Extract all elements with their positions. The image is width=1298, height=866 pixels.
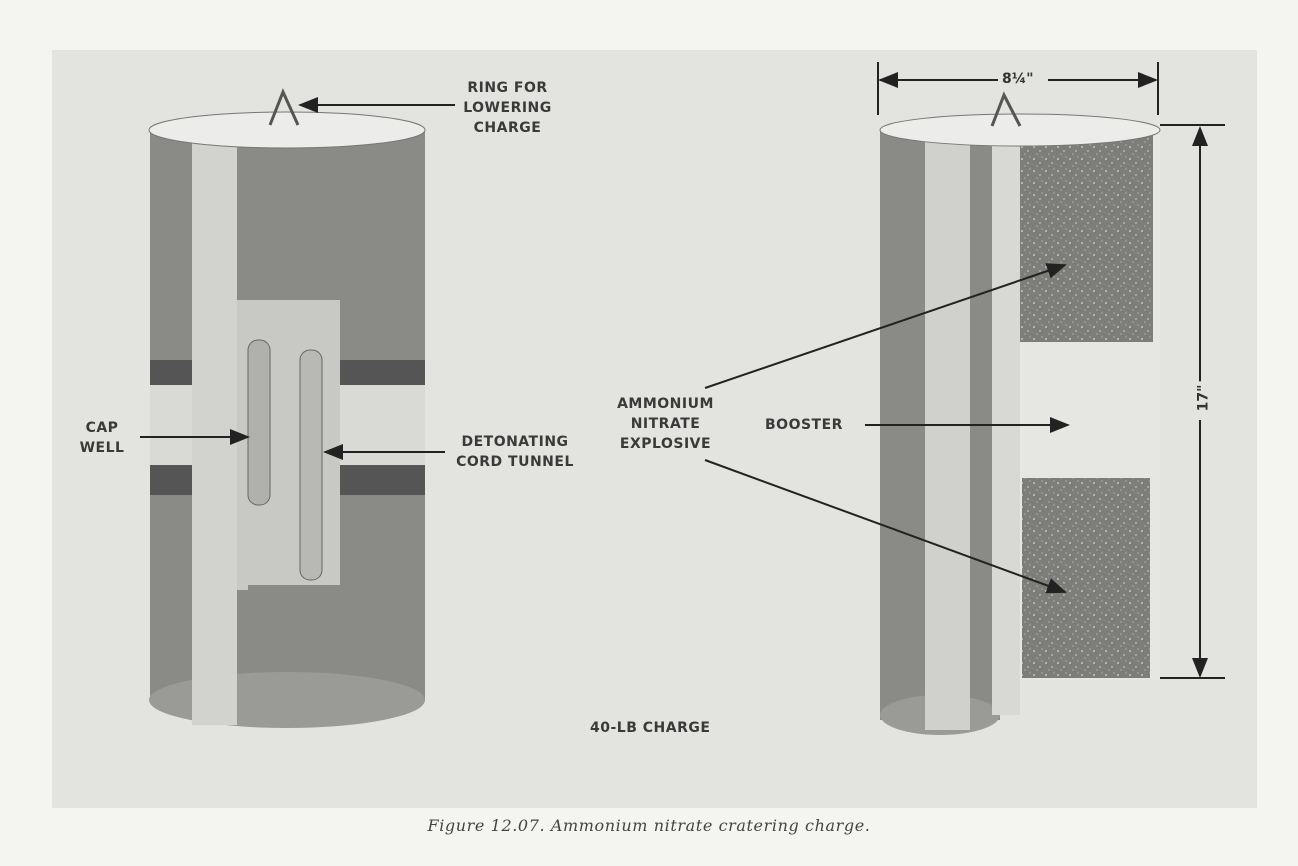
charge-weight-label: 40-LB CHARGE bbox=[590, 720, 711, 736]
width-dimension: 8¼" bbox=[998, 71, 1038, 87]
ammonium-nitrate-label: AMMONIUM NITRATE EXPLOSIVE bbox=[603, 394, 728, 454]
figure-caption: Figure 12.07. Ammonium nitrate cratering… bbox=[427, 816, 871, 835]
label-line: CAP bbox=[85, 420, 119, 436]
ring-label: RING FOR LOWERING CHARGE bbox=[455, 78, 560, 138]
detonating-cord-label: DETONATING CORD TUNNEL bbox=[445, 432, 585, 472]
label-line: CHARGE bbox=[473, 120, 542, 136]
label-line: NITRATE bbox=[630, 416, 701, 432]
height-dimension: 17" bbox=[1195, 381, 1212, 415]
label-line: LOWERING bbox=[463, 100, 552, 116]
label-line: RING FOR bbox=[467, 80, 548, 96]
label-line: CORD TUNNEL bbox=[456, 454, 574, 470]
label-line: DETONATING bbox=[461, 434, 569, 450]
cap-well-label: CAP WELL bbox=[72, 418, 132, 458]
booster-label: BOOSTER bbox=[765, 417, 843, 433]
leader-arrows bbox=[140, 62, 1225, 679]
left-canister bbox=[148, 88, 426, 728]
label-line: EXPLOSIVE bbox=[619, 436, 712, 452]
label-line: WELL bbox=[79, 440, 125, 456]
right-canister-cutaway bbox=[879, 91, 1161, 735]
label-line: AMMONIUM bbox=[617, 396, 714, 412]
